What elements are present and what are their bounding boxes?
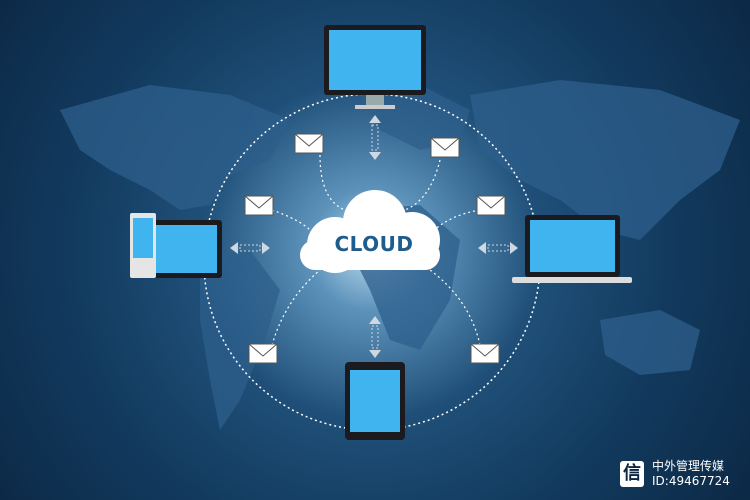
connection-lines	[271, 154, 481, 346]
double-arrows	[230, 115, 518, 358]
envelope-icon	[430, 137, 460, 158]
watermark-logo: 信	[620, 461, 644, 487]
tablet-bottom	[345, 362, 405, 440]
arrow-left-right-icon	[478, 242, 518, 254]
laptop	[512, 215, 632, 283]
desktop-monitor	[324, 25, 426, 109]
cloud-label: CLOUD	[334, 232, 414, 256]
envelope-icon	[470, 343, 500, 364]
watermark-id: ID:49467724	[652, 474, 730, 488]
arrow-up-down-icon	[369, 115, 381, 160]
envelope-icon	[476, 195, 506, 216]
watermark: 信 中外管理传媒 ID:49467724	[620, 459, 730, 489]
envelope-icon	[244, 195, 274, 216]
envelope-icon	[248, 343, 278, 364]
arrow-left-right-icon	[230, 242, 270, 254]
envelope-icon	[294, 133, 324, 154]
cloud-shape	[300, 190, 440, 273]
arrow-up-down-icon	[369, 316, 381, 358]
envelope-icons	[244, 133, 506, 364]
watermark-name: 中外管理传媒	[652, 459, 725, 473]
tablet-and-phone-left	[130, 213, 222, 278]
